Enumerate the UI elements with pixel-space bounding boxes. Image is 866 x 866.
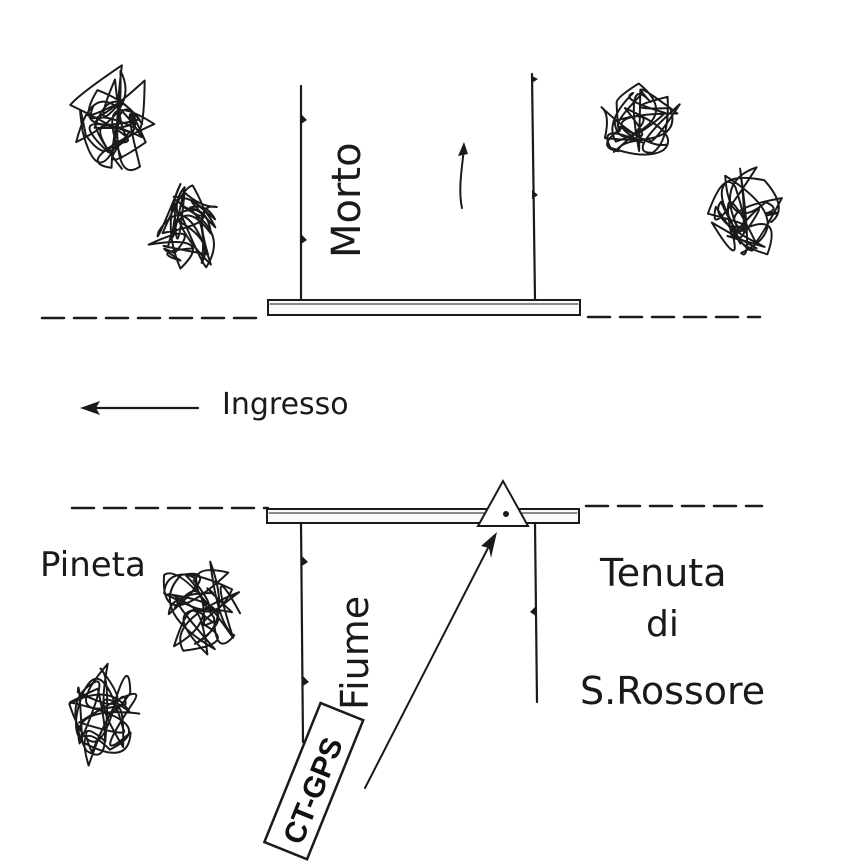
entrance-left-arrow-icon <box>80 401 200 415</box>
tree-icon <box>69 64 156 172</box>
estate-label-line1: Tenuta <box>599 551 727 595</box>
tree-icon <box>600 82 681 156</box>
river-flow-up-arrow-icon <box>458 142 468 209</box>
gps-pointer-arrow-icon <box>364 532 497 789</box>
road-upper-edge <box>40 315 762 320</box>
tree-icon <box>147 183 218 270</box>
tree-icon <box>706 166 783 256</box>
lower-river-label: Fiume <box>333 596 377 710</box>
lower-bridge <box>266 508 580 524</box>
upper-river-label: Morto <box>324 142 370 258</box>
upper-river-banks <box>299 72 538 302</box>
pine-forest-label: Pineta <box>40 545 146 585</box>
tree-icon <box>162 560 242 656</box>
estate-label-line2: di <box>646 604 679 645</box>
upper-bridge <box>267 299 581 316</box>
triangle-dot-icon <box>503 511 509 517</box>
tree-icon <box>68 662 141 767</box>
gps-triangle-marker <box>476 478 530 527</box>
road-lower-edge <box>70 504 764 510</box>
lower-river-banks <box>299 521 539 744</box>
entrance-label: Ingresso <box>222 387 349 422</box>
estate-label-line3: S.Rossore <box>580 669 765 713</box>
